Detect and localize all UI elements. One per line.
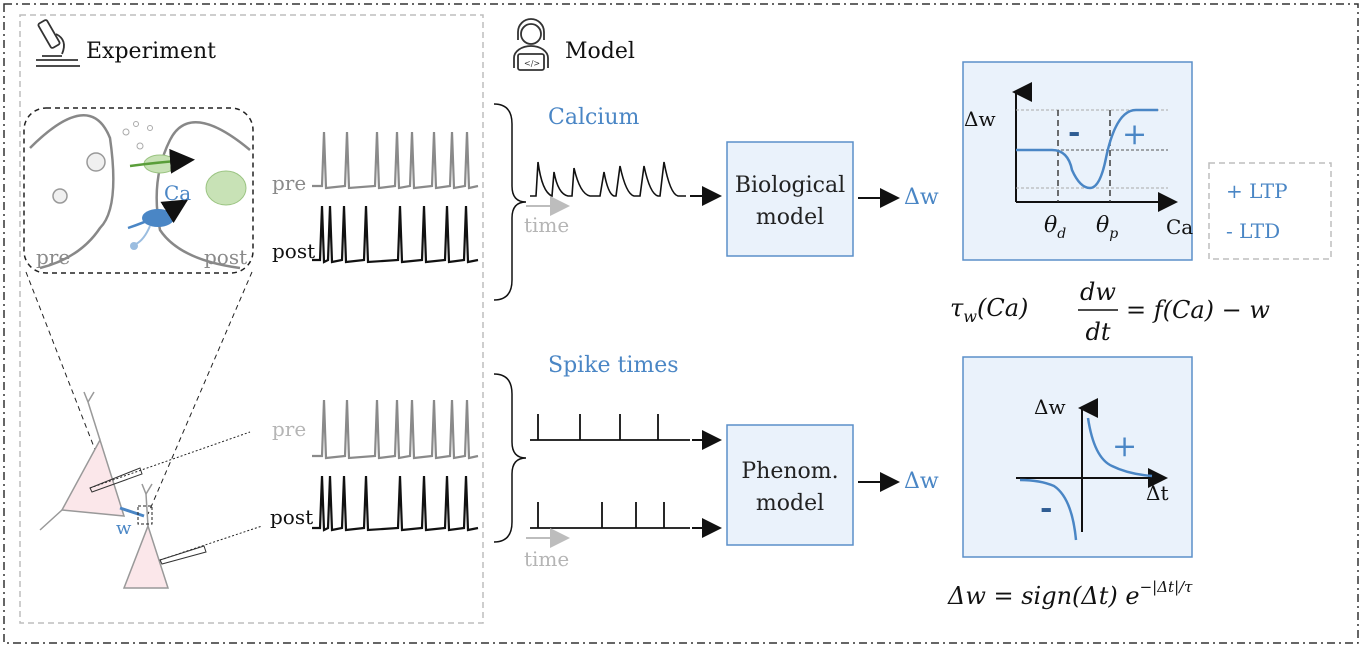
inset-post-label: post: [204, 245, 247, 269]
calcium-trace: [530, 161, 686, 198]
svg-text:dt: dt: [1085, 318, 1110, 346]
calcium-label: Calcium: [548, 105, 640, 130]
calcium-plasticity-plot: Δw Ca θd θp - +: [962, 61, 1193, 261]
inset-ca-label: Ca: [164, 181, 191, 205]
calcium-equation: τw(Ca) dw dt = f(Ca) − w: [950, 278, 1270, 346]
stdp-plot: Δw Δt + -: [962, 356, 1193, 558]
stdp-equation: Δw = sign(Δt) e−|Δt|/τ: [947, 578, 1193, 610]
neuron-pair: w: [39, 391, 263, 589]
trace-post-bottom-label: post: [270, 505, 313, 529]
modeler-icon: </>: [513, 18, 549, 71]
biological-model-line1: Biological: [735, 173, 845, 198]
svg-text:Δw = sign(Δt) e−|Δt|/τ: Δw = sign(Δt) e−|Δt|/τ: [947, 578, 1193, 610]
microscope-icon: [36, 19, 80, 67]
legend-box: [1208, 162, 1332, 260]
phenom-model-line2: model: [756, 491, 824, 516]
spike-output-label: Δw: [904, 469, 939, 494]
biological-model-box: [726, 141, 854, 257]
synapse-inset: Ca pre post: [23, 107, 254, 274]
trace-pre-bottom: [312, 399, 479, 460]
svg-text:= f(Ca) − w: = f(Ca) − w: [1126, 296, 1270, 324]
trace-pre-top-label: pre: [272, 171, 306, 195]
calcium-time-label: time: [524, 213, 569, 237]
calcium-plot-x-label: Ca: [1166, 215, 1193, 239]
svg-text:</>: </>: [524, 59, 540, 68]
trace-pre-top: [312, 131, 479, 190]
calcium-output-label: Δw: [904, 185, 939, 210]
brace-top: [493, 103, 527, 301]
phenom-model-line1: Phenom.: [741, 459, 838, 484]
spike-train-post: [530, 502, 690, 529]
stdp-plot-x-label: Δt: [1146, 481, 1168, 505]
svg-text:dw: dw: [1080, 278, 1116, 306]
theta-d-label: θd: [1044, 213, 1066, 242]
spike-train-pre: [530, 414, 690, 441]
experiment-title: Experiment: [86, 39, 216, 64]
stdp-plot-minus: -: [1040, 491, 1052, 526]
theta-p-label: θp: [1096, 213, 1118, 242]
trace-post-top: [312, 205, 479, 264]
spike-time-label: time: [524, 547, 569, 571]
model-title: Model: [565, 39, 635, 64]
calcium-plot-y-label: Δw: [964, 107, 996, 131]
brace-bottom: [493, 373, 527, 543]
zoom-line-right: [147, 271, 253, 515]
outer-frame: [3, 3, 1359, 644]
legend-ltp: + LTP: [1226, 179, 1288, 203]
trace-pre-bottom-label: pre: [272, 417, 306, 441]
trace-post-bottom: [312, 475, 479, 532]
spike-times-label: Spike times: [548, 353, 679, 378]
calcium-plot-minus: -: [1068, 115, 1080, 150]
calcium-plot-plus: +: [1122, 117, 1147, 152]
phenom-model-box: [726, 424, 854, 546]
experiment-panel: [19, 14, 484, 624]
inset-pre-label: pre: [36, 245, 70, 269]
svg-text:τw(Ca): τw(Ca): [950, 294, 1028, 326]
legend-ltd: - LTD: [1226, 219, 1280, 243]
weight-label: w: [116, 518, 132, 539]
trace-post-top-label: post: [272, 239, 315, 263]
biological-model-line2: model: [756, 205, 824, 230]
stdp-plot-y-label: Δw: [1034, 395, 1066, 419]
stdp-plot-plus: +: [1112, 429, 1137, 464]
